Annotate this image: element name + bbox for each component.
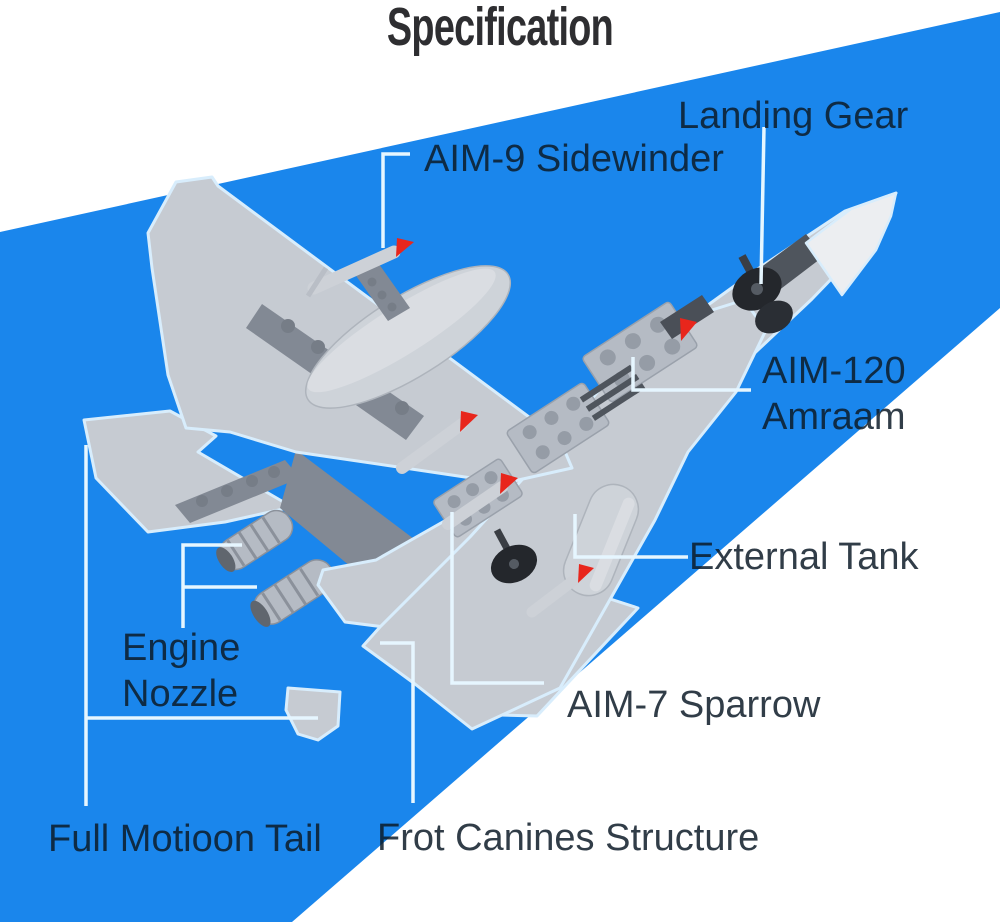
callout-line-engine-nozzle: [181, 543, 257, 628]
aim7-red-tip-3: [578, 564, 594, 583]
label-external-tank: External Tank: [689, 536, 919, 578]
aim120-red-tip: [680, 318, 697, 341]
aim9-fin: [305, 266, 329, 298]
aim7-missile-3: [526, 571, 584, 618]
label-engine-nozzle-line2: Nozzle: [122, 673, 239, 715]
label-engine-nozzle: Engine Nozzle: [122, 625, 240, 717]
main-gear-wheel: [490, 544, 538, 584]
label-aim120-line1: AIM-120: [762, 350, 906, 392]
aim7-missile-2: [442, 481, 508, 530]
label-aim7-sparrow: AIM-7 Sparrow: [567, 684, 821, 726]
callout-line-full-motion-tail: [84, 445, 318, 806]
callout-line-landing-gear: [759, 126, 766, 285]
vent-slats: [579, 364, 646, 421]
nose-gear-wheel-2: [755, 300, 793, 334]
label-full-motion-tail: Full Motioon Tail: [48, 818, 322, 860]
aim7-red-tip-1: [460, 411, 478, 432]
callout-line-aim9: [381, 152, 410, 248]
label-aim9-sidewinder: AIM-9 Sidewinder: [424, 138, 724, 180]
callout-line-aim7: [450, 512, 544, 685]
label-aim120-line2: Amraam: [762, 396, 906, 438]
aim9-red-tip: [396, 238, 414, 257]
aim9-missile-body: [307, 245, 401, 295]
aim120-pylon: [660, 295, 714, 339]
label-front-canines: Frot Canines Structure: [377, 817, 760, 859]
right-wing: [361, 298, 768, 731]
stab-studs: [196, 466, 280, 507]
rudder-tip: [284, 686, 342, 742]
nose-cone: [804, 191, 898, 297]
callout-line-aim120: [631, 357, 751, 392]
label-aim120-amraam: AIM-120 Amraam: [762, 348, 906, 440]
f15-model-illustration: [82, 175, 898, 742]
engine-nozzle-right: [250, 559, 335, 627]
callout-lines: [84, 126, 766, 806]
left-stabilator-stud-beam: [175, 460, 300, 523]
label-landing-gear: Landing Gear: [678, 95, 909, 137]
callout-line-external-tank: [573, 514, 688, 559]
aim7-missile-1: [396, 418, 468, 474]
page-title: Specification: [386, 0, 614, 57]
callout-line-front-canines: [380, 641, 415, 803]
aim7-red-tip-2: [500, 473, 518, 494]
label-engine-nozzle-line1: Engine: [122, 627, 241, 669]
fuselage-plate-2: [506, 382, 610, 474]
nose-gear-wheel: [732, 267, 782, 311]
